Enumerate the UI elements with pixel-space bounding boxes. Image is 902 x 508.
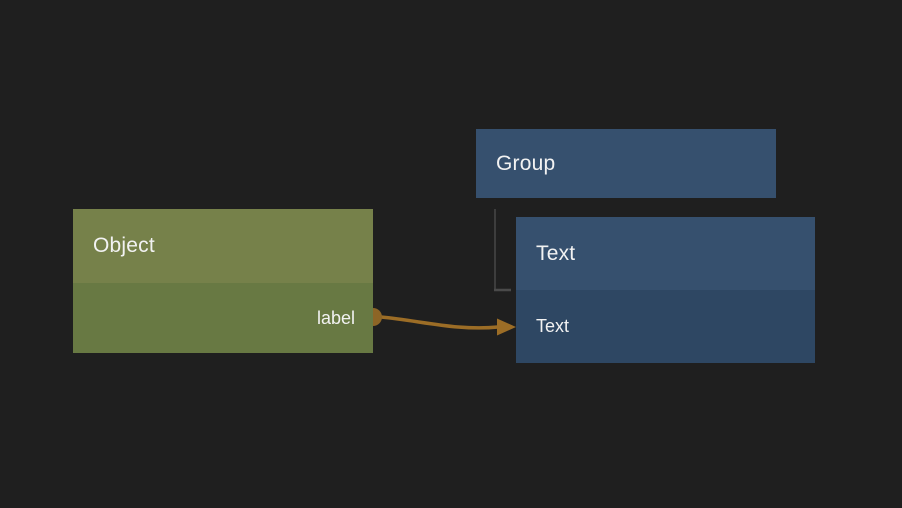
node-object[interactable]: Object label	[73, 209, 373, 353]
node-object-header[interactable]: Object	[73, 209, 373, 283]
node-group-header[interactable]: Group	[476, 129, 776, 198]
node-text[interactable]: Text Text	[516, 217, 815, 363]
node-text-input-row[interactable]: Text	[516, 290, 815, 363]
node-group[interactable]: Group	[476, 129, 776, 198]
output-port-label: label	[316, 307, 355, 328]
node-text-title: Text	[536, 241, 576, 265]
connection-arrowhead-icon	[497, 318, 516, 336]
node-object-output-row[interactable]: label	[73, 283, 373, 353]
node-object-title: Object	[93, 234, 155, 257]
node-text-header[interactable]: Text	[516, 217, 815, 290]
connection-edge[interactable]	[380, 315, 499, 330]
node-group-title: Group	[496, 151, 556, 175]
input-port-label: Text	[536, 316, 570, 336]
